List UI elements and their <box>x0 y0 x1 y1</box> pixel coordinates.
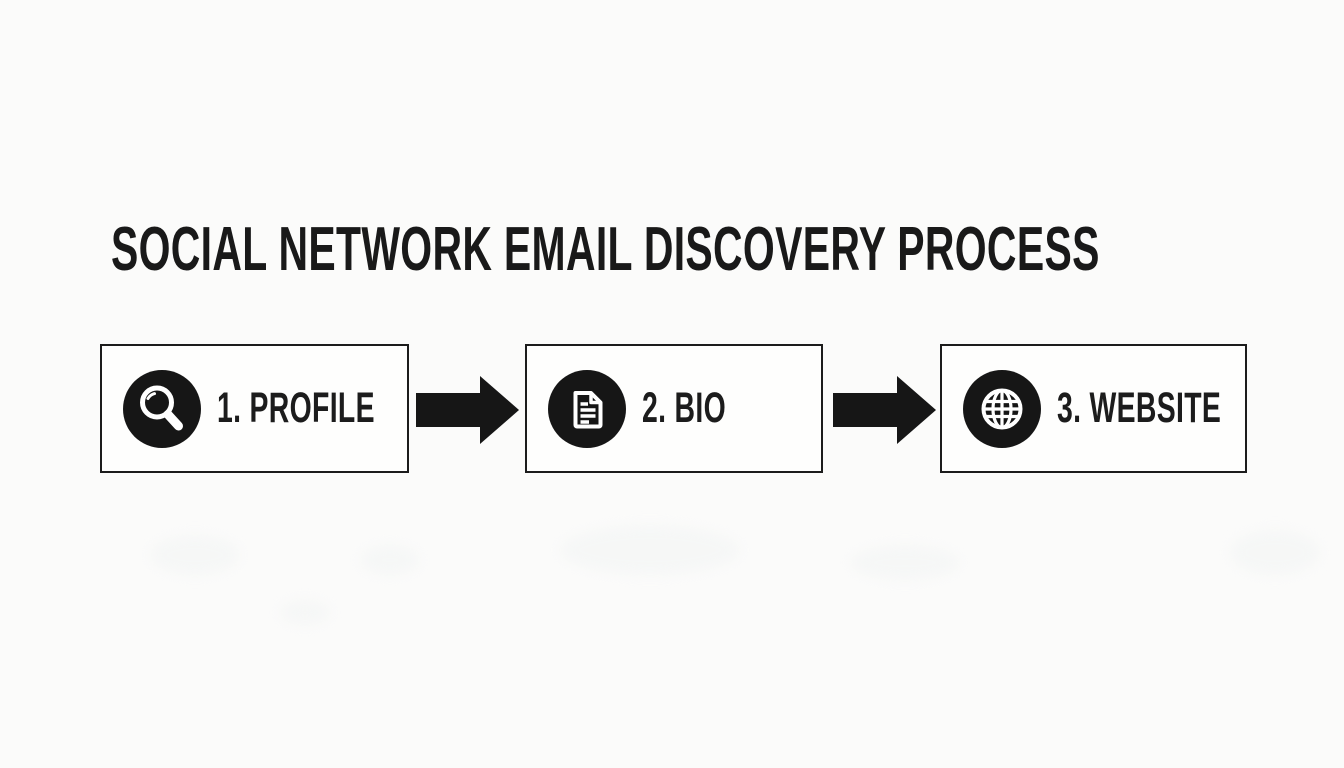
background-smudge <box>1230 530 1320 575</box>
arrow-right-icon <box>416 375 519 445</box>
background-smudge <box>360 545 420 575</box>
arrow-right-icon <box>833 375 936 445</box>
background-smudge <box>560 525 740 575</box>
step-label: 1. PROFILE <box>217 384 375 432</box>
step-label: 2. BIO <box>642 384 726 432</box>
background-smudge <box>150 535 240 575</box>
document-icon <box>548 369 626 448</box>
step-box-website: 3. WEBSITE <box>940 344 1247 473</box>
page-title: SOCIAL NETWORK EMAIL DISCOVERY PROCESS <box>111 214 1344 284</box>
search-icon <box>123 369 201 448</box>
step-label-wrap: 2. BIO <box>642 387 769 430</box>
background-smudge <box>280 600 330 625</box>
step-label: 3. WEBSITE <box>1057 384 1222 432</box>
step-label-wrap: 3. WEBSITE <box>1057 387 1306 430</box>
step-box-bio: 2. BIO <box>525 344 823 473</box>
globe-icon <box>963 369 1041 448</box>
step-label-wrap: 1. PROFILE <box>217 387 456 430</box>
step-box-profile: 1. PROFILE <box>100 344 409 473</box>
page-title-text: SOCIAL NETWORK EMAIL DISCOVERY PROCESS <box>111 214 1100 284</box>
background-smudge <box>850 545 960 580</box>
